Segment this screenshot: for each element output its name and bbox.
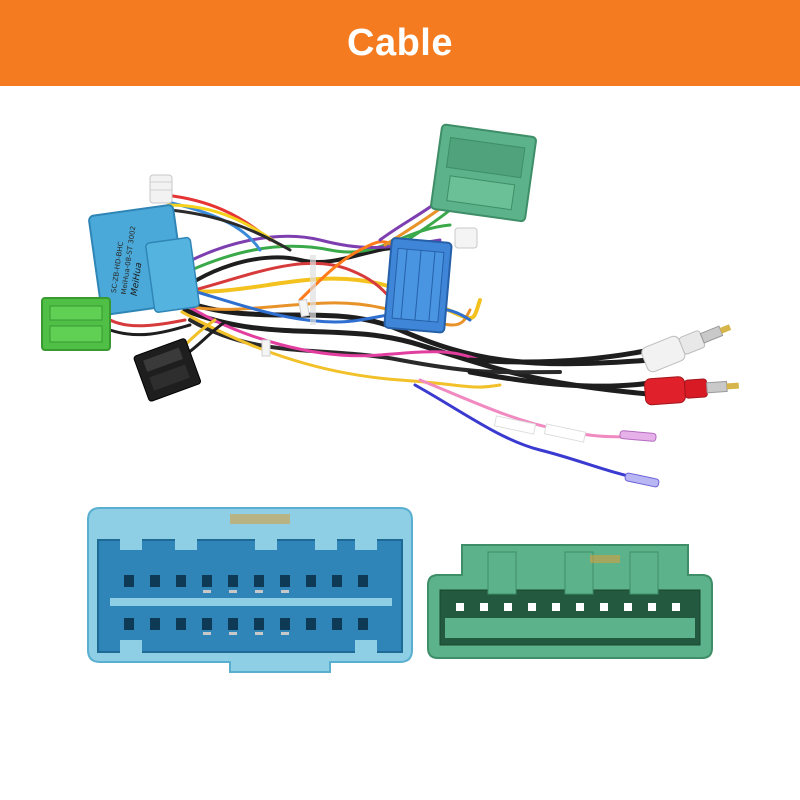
green-connector-left xyxy=(41,297,111,351)
title-banner: Cable xyxy=(0,0,800,86)
rca-red-plug xyxy=(644,376,740,406)
rca-white-plug xyxy=(641,324,732,373)
white-plug xyxy=(454,227,478,249)
blue-connector-mid xyxy=(383,237,453,334)
blue-connector-closeup xyxy=(87,507,413,673)
module-brand: MeiHua xyxy=(130,262,145,297)
module-box: SC-ZB-HD-BHC MeiHua-08-ST 3002 MeiHua xyxy=(88,174,200,316)
black-connector xyxy=(133,338,202,402)
green-connector-top xyxy=(430,123,537,223)
green-connector-closeup xyxy=(427,544,713,659)
product-photo: SC-ZB-HD-BHC MeiHua-08-ST 3002 MeiHua xyxy=(0,86,800,800)
loose-wire-ends xyxy=(493,415,660,488)
banner-title: Cable xyxy=(347,21,453,64)
